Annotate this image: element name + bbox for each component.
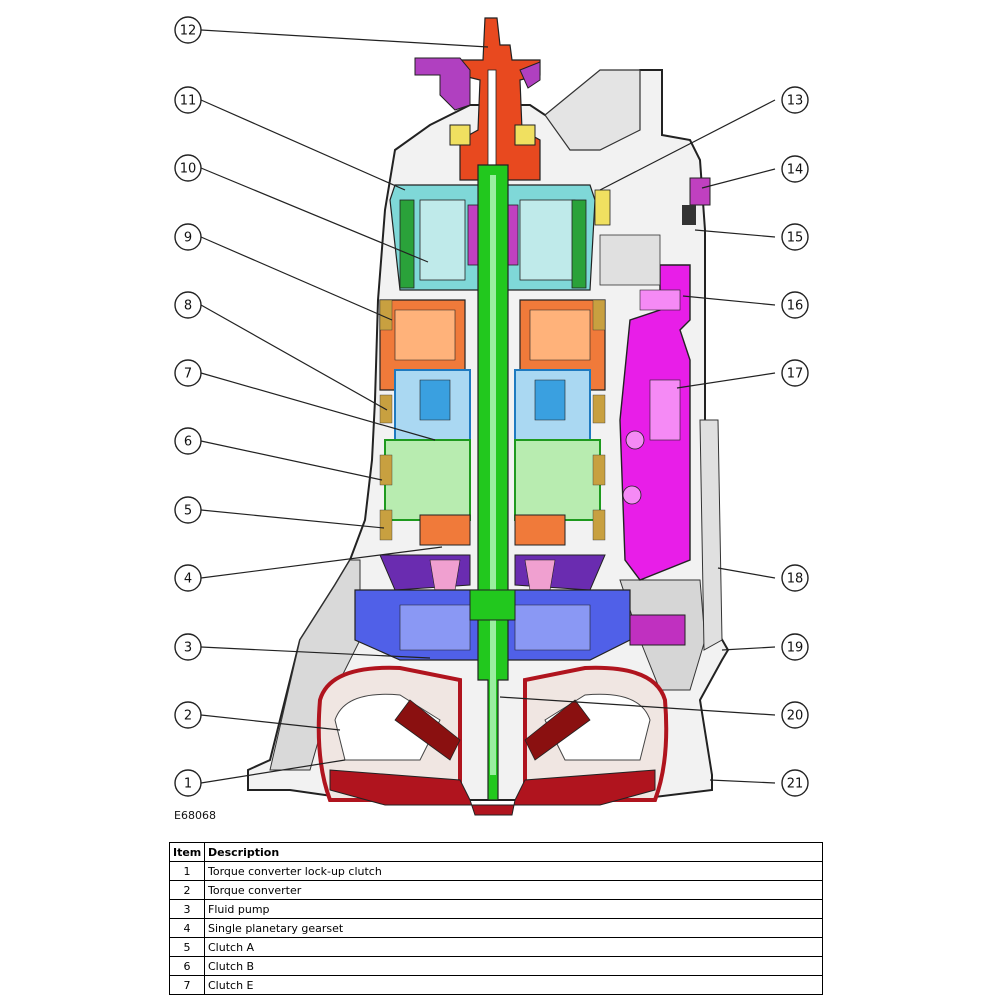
single-planetary-gearset — [379, 554, 606, 591]
svg-text:12: 12 — [180, 24, 197, 39]
row-item: 3 — [169, 899, 205, 919]
main-shaft — [469, 164, 516, 801]
callout-19: 19 — [781, 633, 809, 661]
callout-7: 7 — [174, 359, 202, 387]
callout-17: 17 — [781, 359, 809, 387]
callout-2: 2 — [174, 701, 202, 729]
row-item: 4 — [169, 918, 205, 938]
table-row: 1 Torque converter lock-up clutch — [169, 861, 823, 881]
callout-11: 11 — [174, 86, 202, 114]
callout-20: 20 — [781, 701, 809, 729]
svg-text:4: 4 — [184, 572, 192, 587]
svg-text:19: 19 — [787, 641, 804, 656]
callout-6: 6 — [174, 427, 202, 455]
svg-text:20: 20 — [787, 709, 804, 724]
callout-3: 3 — [174, 633, 202, 661]
row-description: Fluid pump — [204, 899, 823, 919]
callout-21: 21 — [781, 769, 809, 797]
callouts: 12 11 10 9 8 7 6 5 4 3 2 1 13 14 15 16 1… — [174, 16, 809, 797]
callout-4: 4 — [174, 564, 202, 592]
svg-text:9: 9 — [184, 231, 192, 246]
callout-14: 14 — [781, 155, 809, 183]
planetary-carrier-blue — [394, 369, 591, 441]
row-description: Torque converter — [204, 880, 823, 900]
park-lock-parts — [594, 177, 711, 286]
svg-text:10: 10 — [180, 162, 197, 177]
callout-8: 8 — [174, 291, 202, 319]
callout-10: 10 — [174, 154, 202, 182]
row-description: Clutch A — [204, 937, 823, 957]
row-item: 5 — [169, 937, 205, 957]
row-description: Clutch B — [204, 956, 823, 976]
callout-5: 5 — [174, 496, 202, 524]
row-item: 2 — [169, 880, 205, 900]
svg-text:1: 1 — [184, 777, 192, 792]
callout-1: 1 — [174, 769, 202, 797]
callout-12: 12 — [174, 16, 202, 44]
svg-text:14: 14 — [787, 163, 804, 178]
legend-header-row: Item Description — [169, 842, 823, 862]
header-description: Description — [204, 842, 823, 862]
svg-text:18: 18 — [787, 572, 804, 587]
svg-text:13: 13 — [787, 94, 804, 109]
row-description: Clutch E — [204, 975, 823, 995]
legend-table: Item Description 1 Torque converter lock… — [169, 842, 823, 995]
figure-id: E68068 — [174, 809, 216, 822]
header-item: Item — [169, 842, 205, 862]
row-item: 1 — [169, 861, 205, 881]
row-item: 7 — [169, 975, 205, 995]
leader-lines — [200, 29, 776, 784]
svg-text:11: 11 — [180, 94, 197, 109]
svg-text:2: 2 — [184, 709, 192, 724]
svg-text:7: 7 — [184, 367, 192, 382]
svg-text:16: 16 — [787, 299, 804, 314]
torque-converter — [316, 665, 669, 816]
callout-13: 13 — [781, 86, 809, 114]
valve-body — [619, 264, 691, 581]
output-flange — [414, 17, 541, 181]
row-description: Single planetary gearset — [204, 918, 823, 938]
callout-15: 15 — [781, 223, 809, 251]
transmission-cutaway-diagram: 12 11 10 9 8 7 6 5 4 3 2 1 13 14 15 16 1… — [174, 16, 809, 816]
clutch-packs-green — [379, 439, 606, 546]
row-description: Torque converter lock-up clutch — [204, 861, 823, 881]
table-row: 7 Clutch E — [169, 975, 823, 995]
table-row: 5 Clutch A — [169, 937, 823, 957]
svg-text:8: 8 — [184, 299, 192, 314]
row-item: 6 — [169, 956, 205, 976]
callout-9: 9 — [174, 223, 202, 251]
callout-18: 18 — [781, 564, 809, 592]
clutch-packs-orange — [379, 299, 606, 424]
svg-text:17: 17 — [787, 367, 804, 382]
callout-16: 16 — [781, 291, 809, 319]
svg-text:21: 21 — [787, 777, 804, 792]
table-row: 3 Fluid pump — [169, 899, 823, 919]
svg-text:15: 15 — [787, 231, 804, 246]
table-row: 2 Torque converter — [169, 880, 823, 900]
svg-text:3: 3 — [184, 641, 192, 656]
table-row: 6 Clutch B — [169, 956, 823, 976]
svg-text:5: 5 — [184, 504, 192, 519]
table-row: 4 Single planetary gearset — [169, 918, 823, 938]
svg-text:6: 6 — [184, 435, 192, 450]
